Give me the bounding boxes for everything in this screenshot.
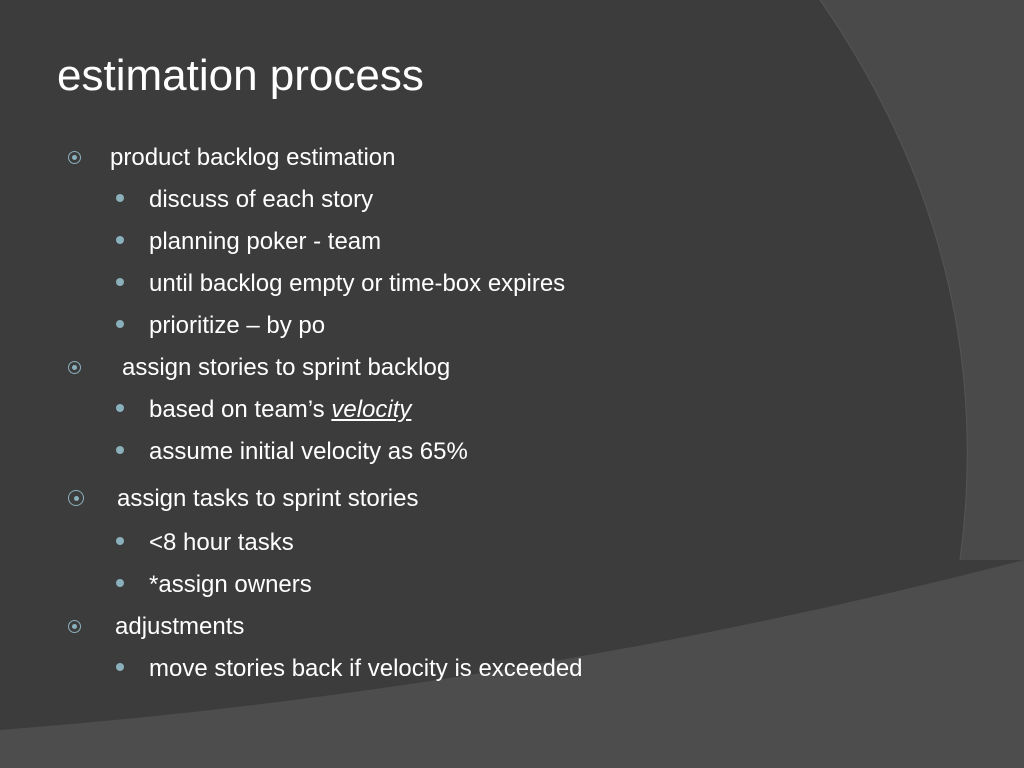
list-item: assume initial velocity as 65%: [149, 438, 468, 465]
item-bullet-icon: [116, 236, 124, 244]
section-heading-assign-stories: assign stories to sprint backlog: [122, 354, 451, 381]
item-bullet-icon: [116, 404, 124, 412]
list-item: <8 hour tasks: [149, 529, 294, 556]
item-bullet-icon: [116, 663, 124, 671]
section-heading-adjustments: adjustments: [115, 613, 245, 640]
item-bullet-icon: [116, 537, 124, 545]
section-heading-product-backlog: product backlog estimation: [110, 144, 396, 171]
section-heading-assign-tasks: assign tasks to sprint stories: [117, 485, 419, 512]
list-item: planning poker - team: [149, 228, 382, 255]
list-item: move stories back if velocity is exceede…: [149, 655, 583, 682]
section-bullet-icon: [68, 490, 84, 506]
list-item: until backlog empty or time-box expires: [149, 270, 566, 297]
list-item: prioritize – by po: [149, 312, 326, 339]
list-item: *assign owners: [149, 571, 312, 598]
item-bullet-icon: [116, 579, 124, 587]
section-bullet-icon: [68, 361, 81, 374]
section-bullet-icon: [68, 151, 81, 164]
item-bullet-icon: [116, 320, 124, 328]
section-bullet-icon: [68, 620, 81, 633]
list-item-velocity: based on team’s velocity: [149, 398, 411, 422]
velocity-emphasis: velocity: [331, 396, 412, 423]
list-item-text: based on team’s: [149, 396, 332, 423]
item-bullet-icon: [116, 278, 124, 286]
list-item: discuss of each story: [149, 186, 374, 213]
slide-title: estimation process: [57, 51, 424, 100]
item-bullet-icon: [116, 194, 124, 202]
item-bullet-icon: [116, 446, 124, 454]
